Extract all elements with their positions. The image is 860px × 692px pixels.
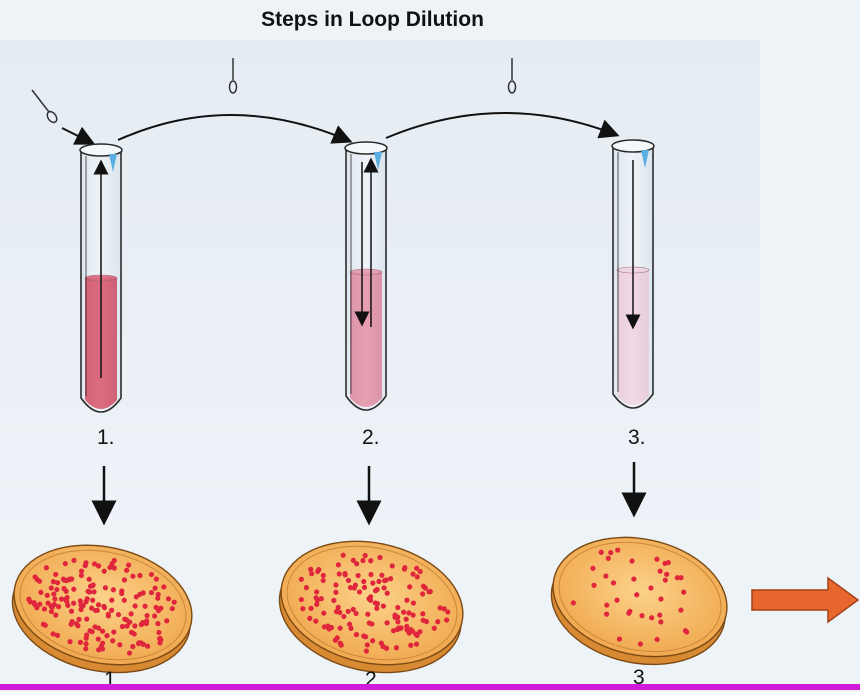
petri-plate-2: [268, 525, 475, 688]
test-tube-1: [80, 144, 122, 412]
loop-icon-3: [509, 58, 516, 93]
tube-label-3: 3.: [628, 426, 646, 450]
loop-icon-2: [230, 58, 237, 93]
transfer-arrow-2-3: [386, 113, 614, 138]
loop-icon-1: [32, 90, 59, 124]
test-tube-3: [612, 140, 654, 408]
next-step-arrow: [752, 578, 858, 622]
test-tube-2: [345, 142, 387, 410]
insert-arrow-1: [62, 128, 90, 142]
petri-plate-3: [540, 522, 738, 680]
transfer-arrow-1-2: [118, 115, 347, 140]
tube-label-2: 2.: [362, 426, 380, 450]
petri-plate-1: [1, 530, 203, 689]
accent-bar: [0, 684, 860, 690]
tube-label-1: 1.: [97, 426, 115, 450]
